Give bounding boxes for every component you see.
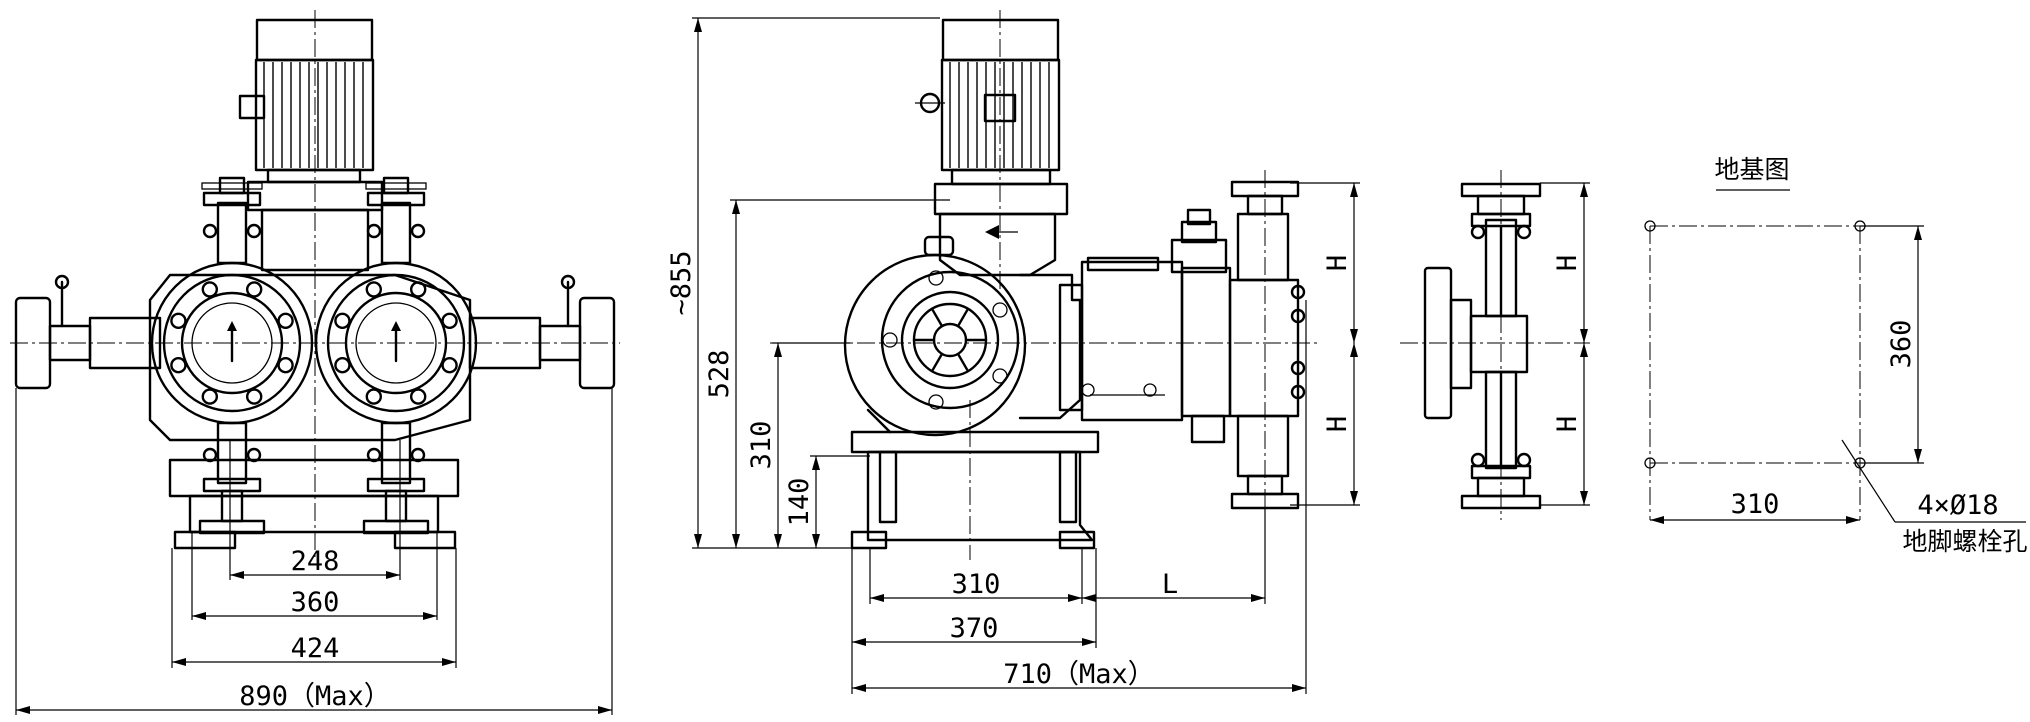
dim-248: 248	[291, 546, 340, 577]
dim-360: 360	[291, 587, 340, 618]
side-crank-spokes	[912, 307, 988, 373]
side-view: ~855 528 310 140 310 L 370	[666, 10, 1360, 694]
foundation-dim-360: 360	[1886, 320, 1917, 369]
dim-310-height: 310	[746, 421, 777, 470]
head-dim-H-upper: H	[1552, 255, 1583, 271]
dim-528: 528	[704, 350, 735, 399]
bolt-label: 地脚螺栓孔	[1902, 527, 2027, 556]
dim-310-width: 310	[952, 569, 1001, 600]
front-left-adjuster	[14, 274, 162, 390]
front-right-adjuster	[468, 274, 616, 390]
head-view: H H	[1400, 170, 1590, 520]
dim-140: 140	[784, 478, 815, 527]
dim-890-max: 890（Max）	[239, 681, 391, 712]
front-pump-head-right	[314, 176, 478, 535]
front-motor-fins	[263, 62, 364, 168]
foundation-title: 地基图	[1714, 155, 1789, 184]
head-dim-H-lower: H	[1552, 416, 1583, 432]
dim-H-lower: H	[1322, 416, 1353, 432]
front-view: 248 360 424 890（Max）	[10, 10, 620, 715]
foundation-dim-310: 310	[1731, 489, 1780, 520]
bolt-note: 4×Ø18	[1917, 490, 1998, 521]
side-motor	[915, 18, 1069, 216]
dim-L: L	[1162, 569, 1178, 600]
front-motor	[238, 18, 384, 272]
foundation-plan: 地基图 360 310 4×Ø18 地脚螺栓孔	[1644, 155, 2028, 556]
bolt-hole	[1644, 220, 1656, 232]
dim-855: ~855	[666, 250, 697, 315]
dim-370: 370	[950, 613, 999, 644]
bolt-hole	[1644, 457, 1656, 469]
dim-710-max: 710（Max）	[1003, 659, 1155, 690]
dim-H-upper: H	[1322, 255, 1353, 271]
front-pump-head-left	[150, 176, 314, 535]
bolt-holes	[1644, 220, 1866, 469]
side-motor-fins	[949, 62, 1050, 168]
dim-424: 424	[291, 633, 340, 664]
